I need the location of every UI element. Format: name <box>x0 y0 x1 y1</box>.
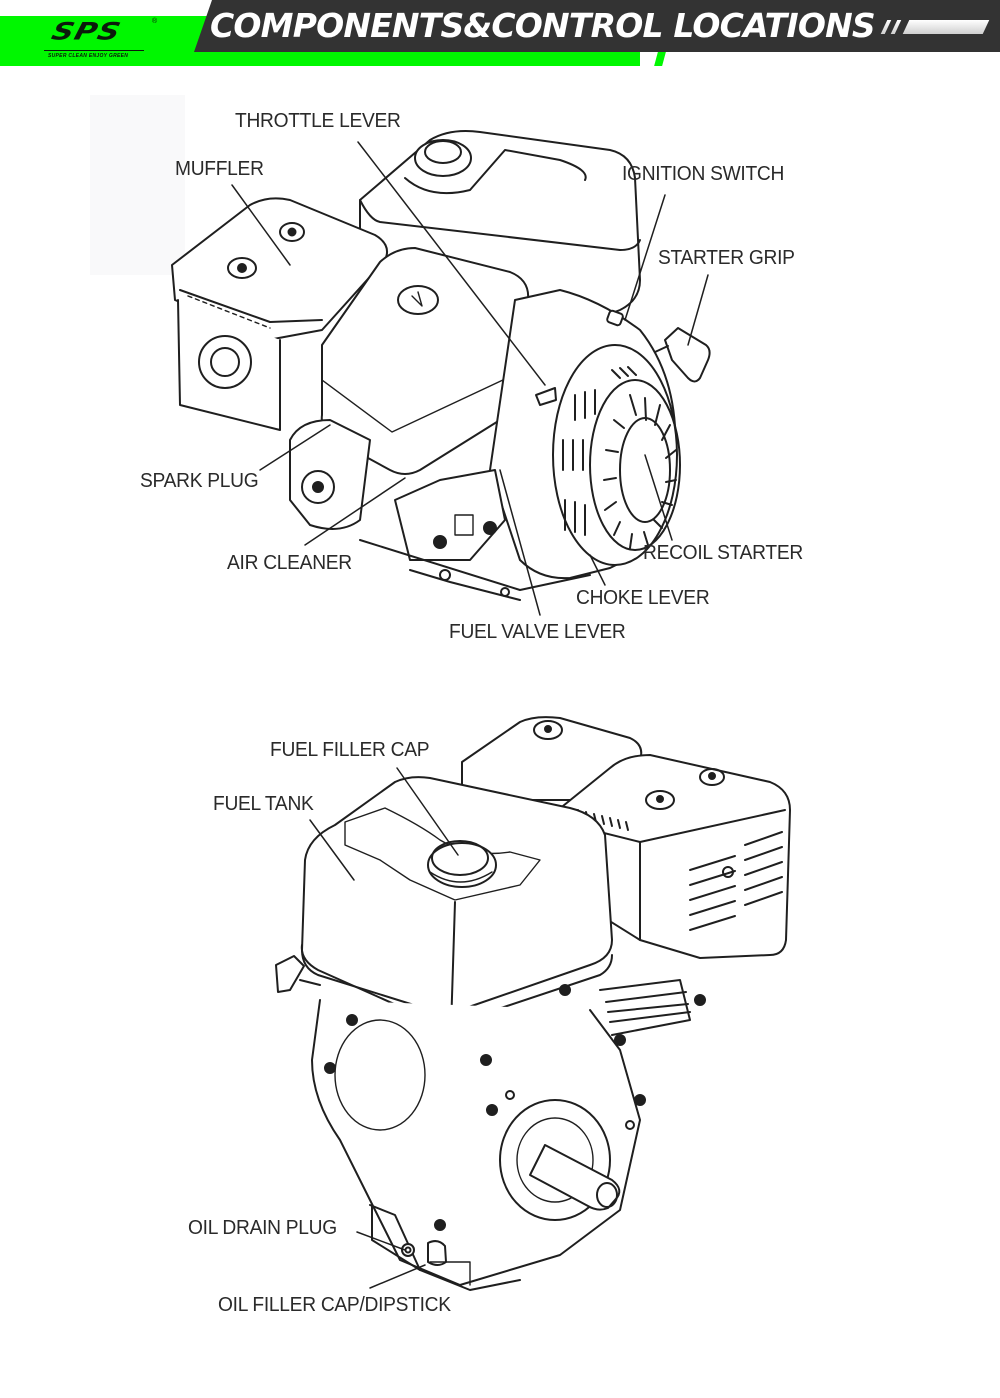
label-spark-plug: SPARK PLUG <box>140 470 259 492</box>
scan-artifact <box>90 95 185 275</box>
label-recoil-starter: RECOIL STARTER <box>643 542 803 564</box>
label-throttle-lever: THROTTLE LEVER <box>235 110 401 132</box>
label-ignition-switch: IGNITION SWITCH <box>622 163 785 185</box>
label-oil-drain-plug: OIL DRAIN PLUG <box>188 1217 337 1239</box>
label-fuel-tank: FUEL TANK <box>213 793 314 815</box>
label-fuel-filler-cap: FUEL FILLER CAP <box>270 739 430 761</box>
label-muffler: MUFFLER <box>175 158 264 180</box>
logo-tagline: SUPER CLEAN ENJOY GREEN <box>48 53 129 59</box>
label-oil-filler-cap-dipstick: OIL FILLER CAP/DIPSTICK <box>218 1294 451 1316</box>
banner-dark-panel <box>194 0 1000 52</box>
page-title: COMPONENTS&CONTROL LOCATIONS <box>210 6 876 45</box>
label-starter-grip: STARTER GRIP <box>658 247 795 269</box>
registered-mark: ® <box>152 18 158 25</box>
label-air-cleaner: AIR CLEANER <box>227 552 352 574</box>
label-fuel-valve-lever: FUEL VALVE LEVER <box>449 621 626 643</box>
logo-underline <box>44 50 144 51</box>
header-banner: COMPONENTS&CONTROL LOCATIONS SPS ® SUPER… <box>0 0 1000 68</box>
brand-logo: SPS ® SUPER CLEAN ENJOY GREEN <box>42 18 166 62</box>
label-choke-lever: CHOKE LEVER <box>576 587 710 609</box>
